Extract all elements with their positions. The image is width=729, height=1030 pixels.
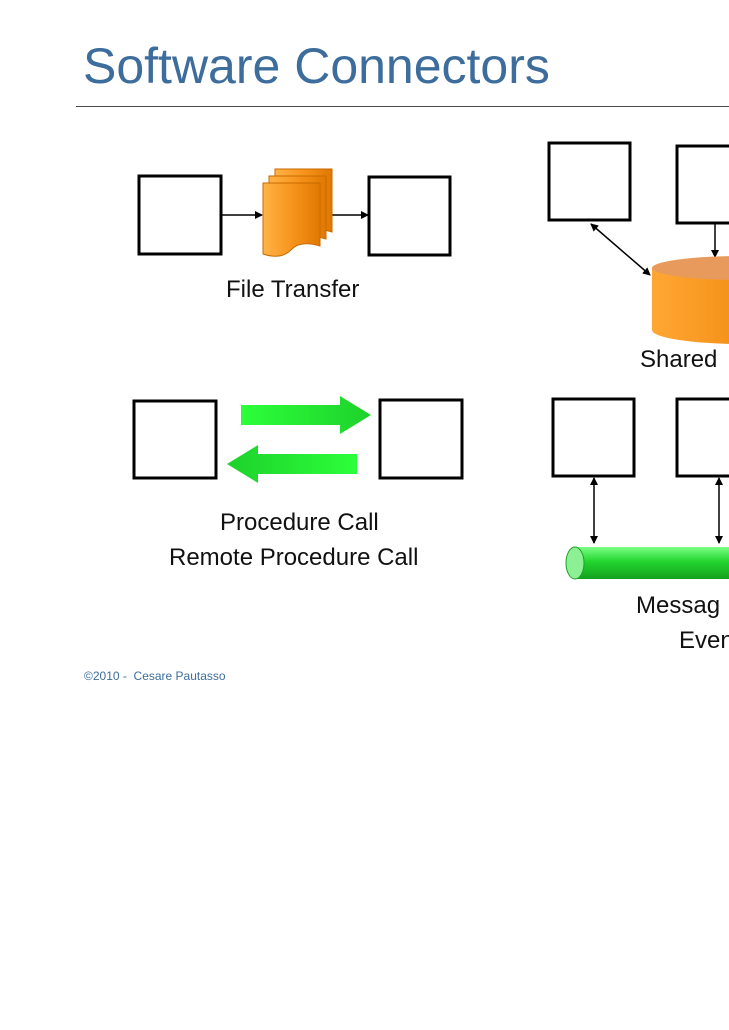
- call-arrow-left-icon: [227, 445, 357, 483]
- label-procedure-call: Procedure Call: [220, 509, 379, 536]
- procedure-call-group: [132, 396, 464, 483]
- shared-database-group: [547, 141, 729, 344]
- database-icon: [652, 256, 729, 344]
- copyright-footer: ©2010 - Cesare Pautasso: [84, 669, 226, 683]
- file-stack-icon: [262, 168, 333, 257]
- component-box: [675, 144, 729, 225]
- component-box: [551, 397, 636, 478]
- call-arrow-right-icon: [241, 396, 371, 434]
- db-access-arrow: [590, 223, 651, 276]
- component-box: [132, 399, 218, 480]
- slide-title: Software Connectors: [83, 38, 550, 94]
- title-divider: [76, 106, 729, 107]
- component-box: [547, 141, 632, 222]
- message-bus-group: [551, 397, 729, 580]
- component-box: [137, 174, 223, 256]
- component-box: [378, 398, 464, 480]
- message-bus-pipe-icon: [565, 546, 729, 580]
- label-event: Even: [679, 627, 729, 654]
- file-transfer-group: [137, 168, 452, 257]
- component-box: [675, 397, 729, 478]
- label-message: Messag: [636, 592, 721, 619]
- label-shared: Shared: [640, 346, 718, 373]
- label-file-transfer: File Transfer: [226, 276, 360, 303]
- component-box: [367, 175, 452, 257]
- label-remote-procedure-call: Remote Procedure Call: [169, 544, 419, 571]
